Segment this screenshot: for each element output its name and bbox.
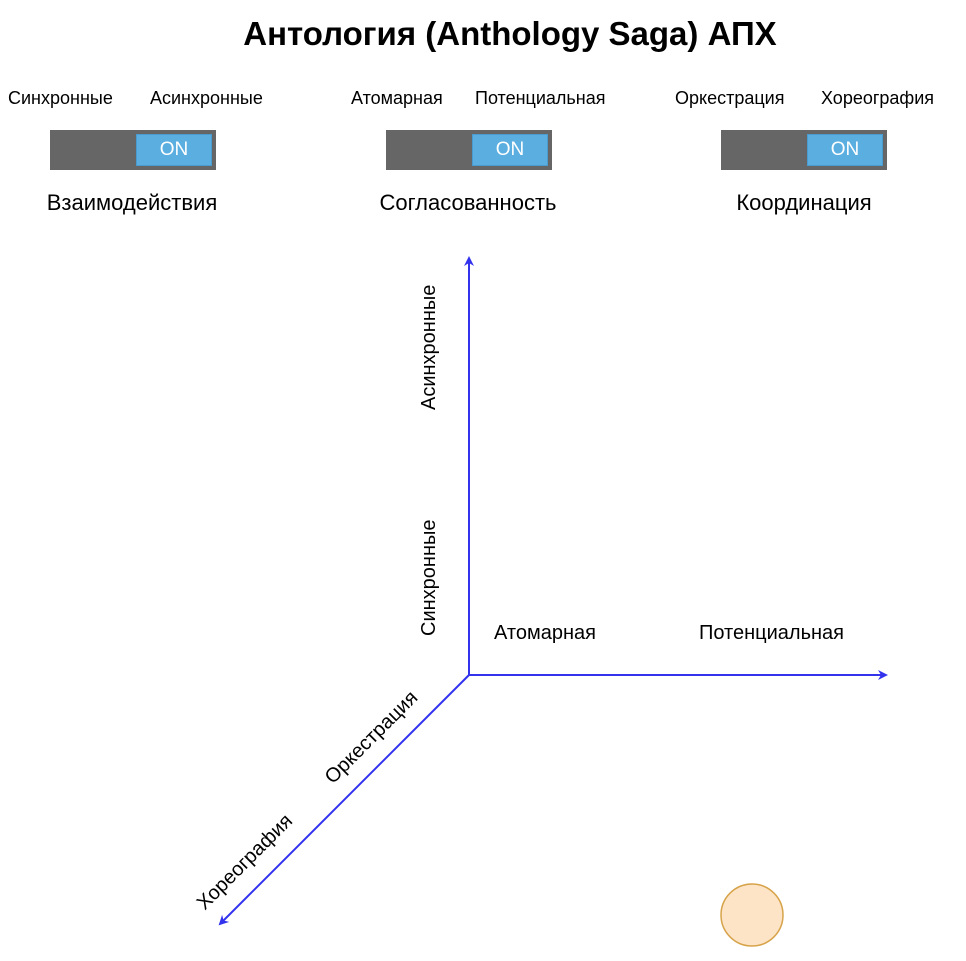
diagonal-axis [218, 674, 470, 926]
point-marker[interactable] [720, 883, 784, 947]
page-title: Антология (Anthology Saga) АПХ [243, 15, 777, 52]
toggle-knob[interactable]: ON [807, 134, 883, 166]
consistency-toggle[interactable]: ON [386, 130, 552, 170]
toggle-consistency-right-label: Потенциальная [475, 88, 606, 108]
toggle-knob[interactable]: ON [136, 134, 212, 166]
toggle-interactions-left-label: Синхронные [8, 88, 113, 108]
horizontal-axis-low-label: Атомарная [494, 622, 596, 644]
toggle-coordination-caption: Координация [736, 190, 872, 215]
vertical-axis-low-label: Синхронные [418, 519, 440, 637]
horizontal-axis-high-label: Потенциальная [699, 622, 844, 644]
toggle-consistency-caption: Согласованность [379, 190, 557, 215]
toggle-coordination-left-label: Оркестрация [675, 88, 785, 108]
toggle-interactions-caption: Взаимодействия [46, 190, 218, 215]
coordination-toggle[interactable]: ON [721, 130, 887, 170]
toggle-consistency-left-label: Атомарная [351, 88, 443, 108]
vertical-axis-high-label: Асинхронные [418, 284, 440, 410]
toggle-coordination-right-label: Хореография [821, 88, 935, 108]
interactions-toggle[interactable]: ON [50, 130, 216, 170]
toggle-interactions-right-label: Асинхронные [150, 88, 263, 108]
toggle-knob[interactable]: ON [472, 134, 548, 166]
